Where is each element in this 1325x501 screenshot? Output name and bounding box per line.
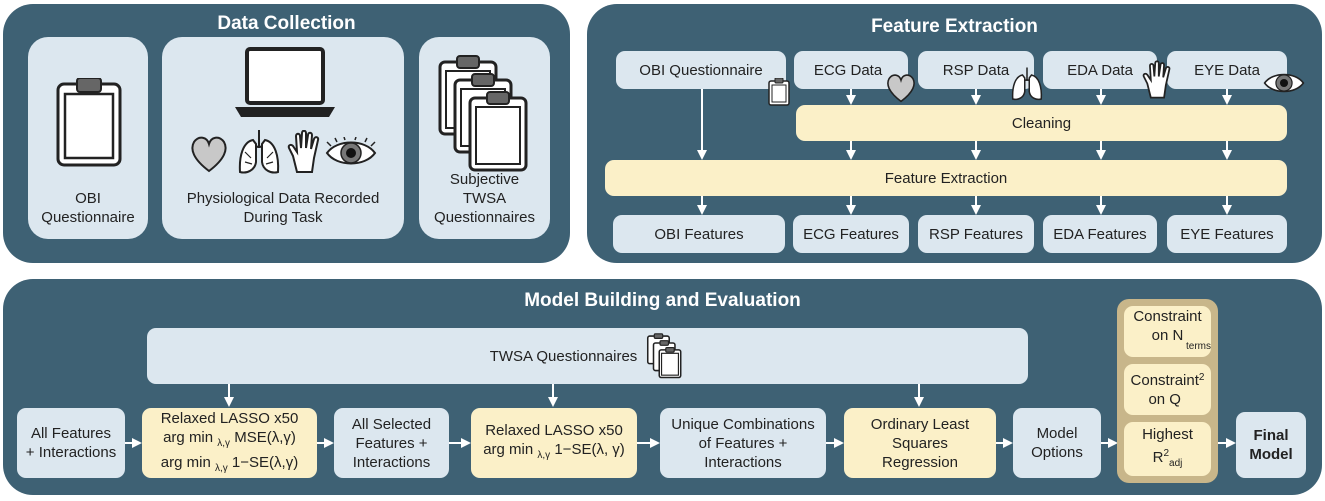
input-eda-data: EDA Data: [1043, 51, 1157, 89]
model-building-title: Model Building and Evaluation: [524, 290, 801, 311]
relaxed-lasso-1-box: Relaxed LASSO x50 arg min λ,γ MSE(λ,γ) a…: [142, 408, 317, 478]
obi-questionnaire-box: OBI Questionnaire: [28, 37, 148, 239]
lungs-icon: [238, 130, 280, 174]
relaxed-lasso-1-title: Relaxed LASSO x50: [160, 409, 299, 427]
eye-icon: [1263, 73, 1305, 93]
model-options-box: Model Options: [1013, 408, 1101, 478]
relaxed-lasso-2-box: Relaxed LASSO x50 arg min λ,γ 1−SE(λ, γ): [471, 408, 637, 478]
ols-regression-box: Ordinary Least Squares Regression: [844, 408, 996, 478]
clipboard-icon: [768, 78, 790, 106]
twsa-questionnaires-box: TWSA Questionnaires: [147, 328, 1028, 384]
output-eye-features: EYE Features: [1167, 215, 1287, 253]
all-selected-features-box: All Selected Features + Interactions: [334, 408, 449, 478]
output-rsp-features: RSP Features: [918, 215, 1034, 253]
feature-extraction-title: Feature Extraction: [871, 16, 1038, 37]
output-eda-features: EDA Features: [1043, 215, 1157, 253]
relaxed-lasso-2-title: Relaxed LASSO x50: [485, 422, 623, 439]
clipboard-stack-icon: [647, 333, 682, 379]
hand-icon: [287, 130, 320, 173]
final-model-box: Final Model: [1236, 412, 1306, 478]
input-ecg-data: ECG Data: [794, 51, 908, 89]
heart-icon: [887, 74, 915, 103]
clipboard-icon: [56, 78, 122, 167]
clipboard-stack-icon: [438, 55, 528, 172]
feature-extraction-box: Feature Extraction: [605, 160, 1287, 196]
output-obi-features: OBI Features: [613, 215, 785, 253]
all-features-box: All Features + Interactions: [17, 408, 125, 478]
twsa-questionnaires-label: TWSA Questionnaires: [489, 347, 638, 365]
obi-questionnaire-label: OBI Questionnaire: [41, 190, 135, 226]
subjective-twsa-label: Subjective TWSA Questionnaires: [434, 171, 535, 226]
eye-icon: [325, 137, 377, 165]
relaxed-lasso-1-mse: arg min λ,γ MSE(λ,γ): [163, 428, 296, 449]
output-ecg-features: ECG Features: [793, 215, 909, 253]
data-collection-panel: Data Collection OBI Questionnaire Physio…: [3, 4, 570, 263]
relaxed-lasso-1-se: arg min λ,γ 1−SE(λ,γ): [160, 453, 299, 474]
input-eye-data: EYE Data: [1167, 51, 1287, 89]
unique-combinations-box: Unique Combinations of Features + Intera…: [660, 408, 826, 478]
heart-icon: [191, 136, 227, 173]
data-collection-title: Data Collection: [217, 13, 356, 34]
hand-icon: [1142, 60, 1171, 99]
lungs-icon: [1011, 67, 1043, 101]
relaxed-lasso-2-se: arg min λ,γ 1−SE(λ, γ): [483, 441, 625, 461]
highest-r2-adj-box: Highest R2adj: [1124, 422, 1211, 476]
laptop-icon: [235, 47, 335, 117]
cleaning-box: Cleaning: [796, 105, 1287, 141]
physiological-data-label: Physiological Data Recorded During Task: [186, 190, 380, 226]
input-obi-questionnaire: OBI Questionnaire: [616, 51, 786, 89]
